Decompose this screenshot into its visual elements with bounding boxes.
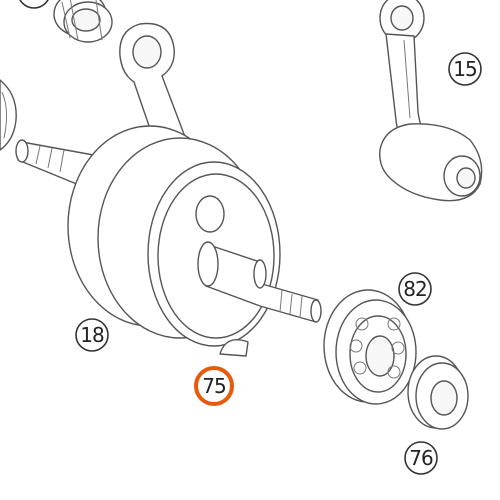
callout-76-label: 76 [409,446,433,470]
highlight-ring [194,366,234,406]
callout-76[interactable]: 76 [404,441,438,475]
ball-bearing-part [323,289,417,405]
callout-18-label: 18 [80,323,104,347]
left-partial-part [0,79,17,151]
callout-82[interactable]: 82 [398,272,432,306]
needle-bearing-part [53,0,113,43]
callout-15[interactable]: 15 [448,52,482,86]
seal-ring-part [407,355,469,430]
callout-18[interactable]: 18 [75,318,109,352]
callout-75-highlighted[interactable]: 75 [194,366,234,406]
callout-15-label: 15 [453,57,476,81]
callout-82-label: 82 [403,277,426,301]
crankshaft-part [15,22,322,357]
callout-75-label: 75 [202,374,225,398]
connecting-rod-part [379,0,483,202]
cut-off-callout [19,0,49,9]
